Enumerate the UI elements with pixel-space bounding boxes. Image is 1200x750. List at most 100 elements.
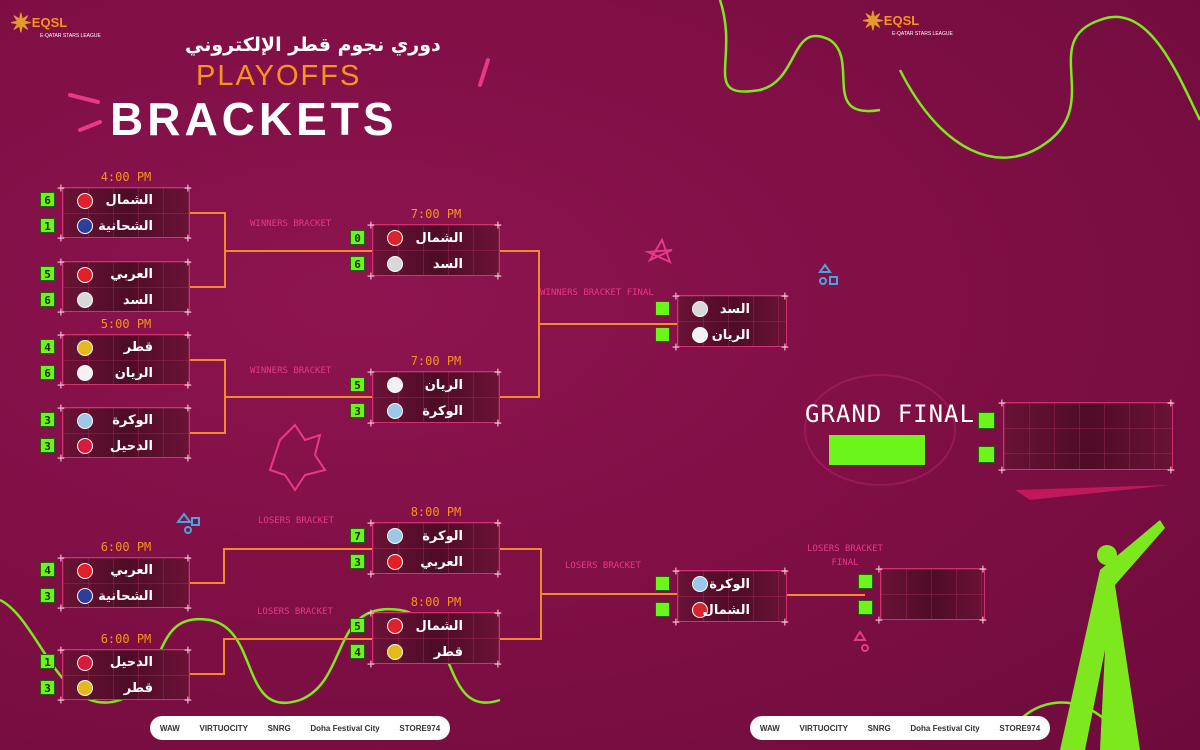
team-row[interactable]: الريان xyxy=(373,372,499,398)
team-row[interactable]: العربي xyxy=(63,558,189,584)
corner-crosshair: + xyxy=(494,657,502,672)
team-row[interactable]: الريان xyxy=(63,361,189,387)
team-name: الشمال xyxy=(415,618,463,634)
corner-crosshair: + xyxy=(367,365,375,380)
eqsl-logo-right: ✷EQSL E-QATAR STARS LEAGUE xyxy=(862,6,953,37)
team-name: الوكرة xyxy=(709,576,750,592)
corner-crosshair: + xyxy=(367,269,375,284)
logo-subtext: E-QATAR STARS LEAGUE xyxy=(40,33,101,39)
corner-crosshair: + xyxy=(367,218,375,233)
corner-crosshair: + xyxy=(494,567,502,582)
team-row[interactable]: السد xyxy=(63,288,189,314)
team-row[interactable]: الشحانية xyxy=(63,584,189,610)
score-box: 4 xyxy=(40,339,55,355)
team-row[interactable]: الشمال xyxy=(63,188,189,214)
corner-crosshair: + xyxy=(979,562,987,577)
corner-crosshair: + xyxy=(494,365,502,380)
team-row[interactable]: السد xyxy=(678,296,786,322)
team-row[interactable]: الشمال xyxy=(678,597,786,623)
team-crest-icon xyxy=(387,403,403,419)
team-row[interactable] xyxy=(881,569,984,595)
match-time: 7:00 PM xyxy=(410,354,462,368)
score-box: 3 xyxy=(40,679,55,695)
match-time: 5:00 PM xyxy=(100,317,152,331)
bracket-connector xyxy=(223,548,372,550)
score-box: 6 xyxy=(40,364,55,380)
team-row[interactable]: الوكرة xyxy=(678,571,786,597)
team-crest-icon xyxy=(692,602,708,618)
team-crest-icon xyxy=(387,644,403,660)
team-name: العربي xyxy=(110,563,153,579)
team-row[interactable]: الريان xyxy=(678,322,786,348)
score-box: 1 xyxy=(40,217,55,233)
team-row[interactable]: السد xyxy=(373,251,499,277)
bracket-connector xyxy=(500,548,542,550)
team-crest-icon xyxy=(77,562,93,579)
team-name: الشحانية xyxy=(98,588,153,604)
team-crest-icon xyxy=(387,554,403,570)
team-row[interactable]: قطر xyxy=(373,639,499,665)
match-card[interactable]: ++++ xyxy=(875,563,987,627)
corner-crosshair: + xyxy=(184,378,192,393)
corner-crosshair: + xyxy=(494,218,502,233)
corner-crosshair: + xyxy=(184,451,192,466)
team-row[interactable]: الشمال xyxy=(373,225,499,251)
team-row[interactable]: العربي xyxy=(373,549,499,575)
score-box xyxy=(655,601,670,617)
score-box: 4 xyxy=(40,562,55,578)
team-crest-icon xyxy=(77,680,93,697)
corner-crosshair: + xyxy=(184,643,192,658)
score-box xyxy=(978,411,995,429)
bracket-connector xyxy=(190,212,226,214)
bracket-connector xyxy=(190,582,225,584)
bracket-connector xyxy=(500,638,542,640)
team-crest-icon xyxy=(692,301,708,317)
team-row[interactable]: الشمال xyxy=(373,613,499,639)
corner-crosshair: + xyxy=(184,693,192,708)
team-name: الدحيل xyxy=(109,438,153,454)
team-row[interactable]: الوكرة xyxy=(63,408,189,434)
corner-crosshair: + xyxy=(184,181,192,196)
team-row[interactable]: الوكرة xyxy=(373,398,499,424)
corner-crosshair: + xyxy=(672,564,680,579)
team-crest-icon xyxy=(77,654,93,671)
bracket-connector xyxy=(500,250,540,252)
team-row[interactable] xyxy=(1004,403,1172,437)
match-card[interactable]: ++++ xyxy=(998,397,1175,477)
team-row[interactable]: الدحيل xyxy=(63,434,189,460)
team-row[interactable] xyxy=(1004,437,1172,471)
team-row[interactable]: الشحانية xyxy=(63,214,189,240)
team-name: الريان xyxy=(114,365,153,381)
team-row[interactable]: قطر xyxy=(63,335,189,361)
score-box xyxy=(655,575,670,591)
corner-crosshair: + xyxy=(998,463,1006,478)
corner-crosshair: + xyxy=(57,601,65,616)
match-time: 7:00 PM xyxy=(410,207,462,221)
corner-crosshair: + xyxy=(494,606,502,621)
team-row[interactable] xyxy=(881,595,984,621)
corner-crosshair: + xyxy=(781,615,789,630)
team-row[interactable]: الدحيل xyxy=(63,650,189,676)
bracket-connector xyxy=(223,638,372,640)
team-row[interactable]: الوكرة xyxy=(373,523,499,549)
corner-crosshair: + xyxy=(184,231,192,246)
bracket-connector xyxy=(787,594,865,596)
corner-crosshair: + xyxy=(672,289,680,304)
team-row[interactable]: قطر xyxy=(63,676,189,702)
corner-crosshair: + xyxy=(57,181,65,196)
team-row[interactable]: العربي xyxy=(63,262,189,288)
sponsor-logo: SNRG xyxy=(267,723,291,733)
